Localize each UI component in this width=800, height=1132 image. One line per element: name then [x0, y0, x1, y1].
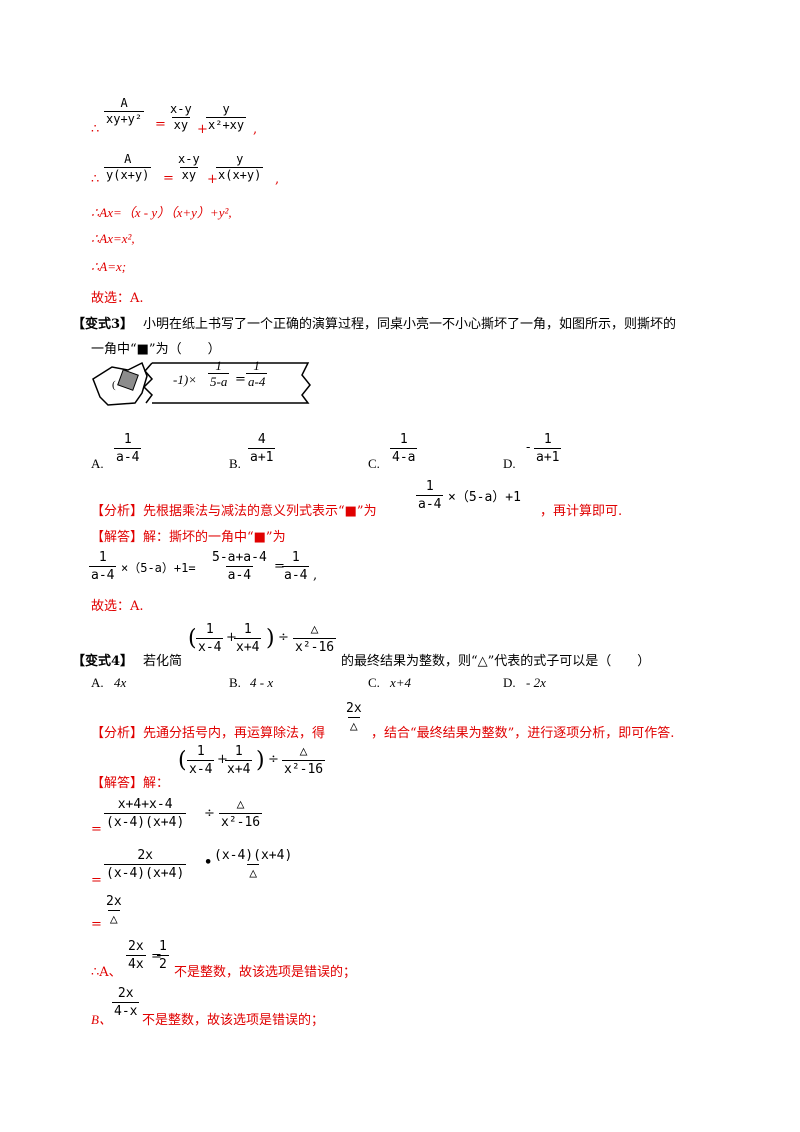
calc-middle: ×（5-a）+1=	[121, 561, 196, 575]
variant-4-answer-label: 【解答】解：	[91, 776, 170, 791]
corner-paren: (	[112, 379, 116, 391]
variant-4-analysis-suffix: ，结合“最终结果为整数”，进行逐项分析，即可作答.	[371, 726, 675, 741]
q-fraction-1: 1 x-4	[196, 622, 224, 655]
figure-fraction-1: 1 5-a	[208, 358, 230, 389]
fraction-a-over-xy-plus-y2: A xy+y²	[104, 96, 145, 126]
comma: ,	[253, 122, 258, 137]
option-b-fraction: 4 a+1	[248, 432, 276, 465]
equals-sign: =	[163, 171, 174, 186]
torn-paper-figure: (	[92, 361, 311, 406]
variant-3-label: 【变式3】	[72, 317, 134, 332]
variant-3-question-line-1: 小明在纸上书写了一个正确的演算过程，同桌小亮一不小心撕坏了一角，如图所示，则撕坏…	[143, 317, 677, 332]
calc-fraction-1: 1 a-4	[89, 550, 117, 583]
equals-sign: =	[155, 117, 166, 132]
q-divide: ÷	[278, 630, 289, 645]
proof-line-5: ∴A=x;	[91, 259, 127, 274]
variant-4-analysis: 【分析】先通分括号内，再运算除法，得	[91, 726, 326, 741]
fraction-x-minus-y-over-xy: x-y xy	[170, 102, 192, 132]
calc-fraction-2: 5-a+a-4 a-4	[212, 550, 267, 583]
paper-torn-edge	[142, 362, 154, 404]
figure-fraction-2: 1 a-4	[246, 358, 268, 389]
fraction-a-over-y-x-plus-y: A y(x+y)	[104, 152, 152, 182]
q-fraction-3: △ x²-16	[293, 622, 337, 655]
analysis-fraction: 1 a-4	[416, 479, 444, 512]
figure-equals: =	[235, 372, 246, 387]
therefore-symbol: ∴	[91, 122, 100, 137]
variant-4-label: 【变式4】	[72, 654, 134, 669]
comma: ,	[275, 172, 280, 187]
option-a-fraction: 1 a-4	[114, 432, 142, 465]
variant-3-analysis: 【分析】先根据乘法与减法的意义列式表示“■”为	[91, 504, 377, 519]
open-paren: (	[188, 626, 197, 651]
calc-fraction-3: 1 a-4	[282, 550, 310, 583]
analysis-suffix: ，再计算即可.	[540, 504, 623, 519]
fraction-y-over-x-x-plus-y: y x(x+y)	[216, 152, 264, 182]
variant-3-answer: 【解答】解：撕坏的一角中“■”为	[91, 530, 286, 545]
proof-choice: 故选：A.	[91, 291, 144, 306]
calc-equals: =	[274, 559, 285, 574]
analysis-expression: ×（5-a）+1	[448, 490, 521, 505]
black-square-icon	[117, 369, 139, 391]
analysis-2x-over-triangle: 2x △	[346, 701, 362, 734]
variant-4-question-prefix: 若化简	[143, 654, 183, 669]
variant-3-question-line-2: 一角中“■”为（ ）	[91, 342, 221, 357]
proof-line-3: ∴Ax=（x - y）（x+y）+y²,	[91, 205, 232, 220]
plus-sign: +	[197, 122, 208, 137]
variant-4-question-suffix: 的最终结果为整数，则“△”代表的式子可以是（ ）	[341, 654, 651, 669]
variant-3-choice: 故选：A.	[91, 599, 144, 614]
figure-expression: -1)×	[173, 372, 197, 387]
q-plus: +	[226, 630, 237, 645]
close-paren: )	[266, 626, 275, 651]
option-c-fraction: 1 4-a	[390, 432, 418, 465]
fraction-y-over-x2-plus-xy: y x²+xy	[206, 102, 247, 132]
proof-line-4: ∴Ax=x²,	[91, 231, 135, 246]
therefore-symbol: ∴	[91, 172, 100, 187]
plus-sign: +	[207, 172, 218, 187]
option-d-negative-sign: -	[526, 440, 531, 455]
paper-strip	[152, 362, 311, 404]
q-fraction-2: 1 x+4	[234, 622, 262, 655]
option-d-fraction: 1 a+1	[534, 432, 562, 465]
calc-comma: ,	[313, 568, 318, 583]
fraction-x-minus-y-over-xy: x-y xy	[178, 152, 200, 182]
